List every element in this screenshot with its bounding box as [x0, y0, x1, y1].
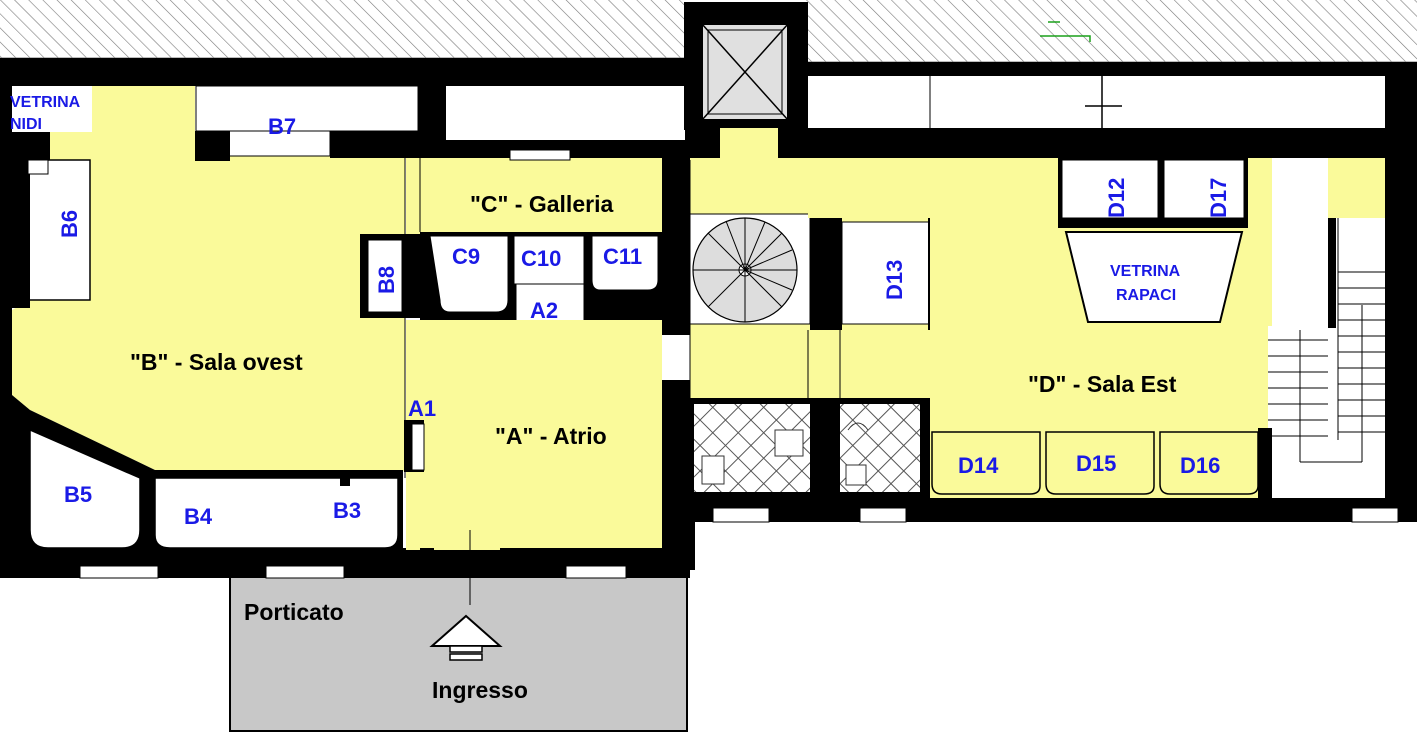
- entrance-arrow-icon[interactable]: [429, 614, 503, 661]
- showcase-b3-label[interactable]: B3: [333, 498, 361, 523]
- showcase-c9-label[interactable]: C9: [452, 244, 480, 269]
- showcase-b6-label[interactable]: B6: [57, 210, 82, 238]
- vetrina-rapaci-box: [1064, 231, 1244, 323]
- showcase-a2-label[interactable]: A2: [530, 298, 558, 323]
- vetrina-nidi-label-2: NIDI: [10, 116, 42, 133]
- room-c-label: "C" - Galleria: [470, 191, 613, 217]
- ingresso-label: Ingresso: [432, 677, 528, 703]
- showcase-b8-label[interactable]: B8: [374, 266, 399, 294]
- showcase-d17-label[interactable]: D17: [1206, 178, 1231, 218]
- showcase-b5-box: [29, 428, 141, 549]
- room-b-label: "B" - Sala ovest: [130, 349, 303, 375]
- room-a-floor: [420, 320, 662, 550]
- vetrina-nidi-label-1: VETRINA: [10, 94, 81, 111]
- showcase-c10-label[interactable]: C10: [521, 246, 561, 271]
- showcase-d14-label[interactable]: D14: [958, 453, 999, 478]
- showcase-d13-label[interactable]: D13: [882, 260, 907, 300]
- vetrina-nidi-box: [12, 86, 92, 132]
- room-d-floor: [930, 158, 1385, 494]
- showcase-d14-box: [931, 431, 1041, 495]
- showcase-d15-box: [1045, 431, 1155, 495]
- showcase-b7-label[interactable]: B7: [268, 114, 296, 139]
- showcase-d16-box: [1159, 431, 1259, 495]
- vetrina-rapaci-label-1: VETRINA: [1110, 263, 1181, 280]
- showcase-b8-box: [367, 239, 403, 313]
- showcase-a1-label[interactable]: A1: [408, 396, 436, 421]
- showcase-b7-box: [195, 85, 419, 132]
- room-a-label: "A" - Atrio: [495, 423, 607, 449]
- showcase-c11-label[interactable]: C11: [603, 244, 642, 269]
- showcase-b6-box: [27, 159, 91, 301]
- room-d-label: "D" - Sala Est: [1028, 371, 1177, 397]
- showcase-c9-box: [429, 235, 509, 313]
- outer-hatch-left: [0, 0, 690, 58]
- room-c-floor: [406, 158, 662, 234]
- showcase-d12-box: [1061, 159, 1159, 219]
- showcase-d15-label[interactable]: D15: [1076, 451, 1116, 476]
- showcase-d12-label[interactable]: D12: [1104, 178, 1129, 218]
- showcase-d17-box: [1163, 159, 1245, 219]
- porticato-label: Porticato: [244, 599, 344, 625]
- showcase-b4-label[interactable]: B4: [184, 504, 213, 529]
- showcase-b4-box: [154, 477, 399, 549]
- room-b-floor: [12, 86, 405, 478]
- showcase-d13-box: [841, 221, 931, 325]
- showcase-c11-box: [591, 235, 659, 291]
- outer-hatch-right: [805, 0, 1417, 62]
- vetrina-rapaci-label-2: RAPACI: [1116, 287, 1176, 304]
- showcase-b5-label[interactable]: B5: [64, 482, 92, 507]
- showcase-a1-box: [411, 423, 425, 471]
- spiral-staircase-icon: [692, 217, 798, 323]
- showcase-d16-label[interactable]: D16: [1180, 453, 1220, 478]
